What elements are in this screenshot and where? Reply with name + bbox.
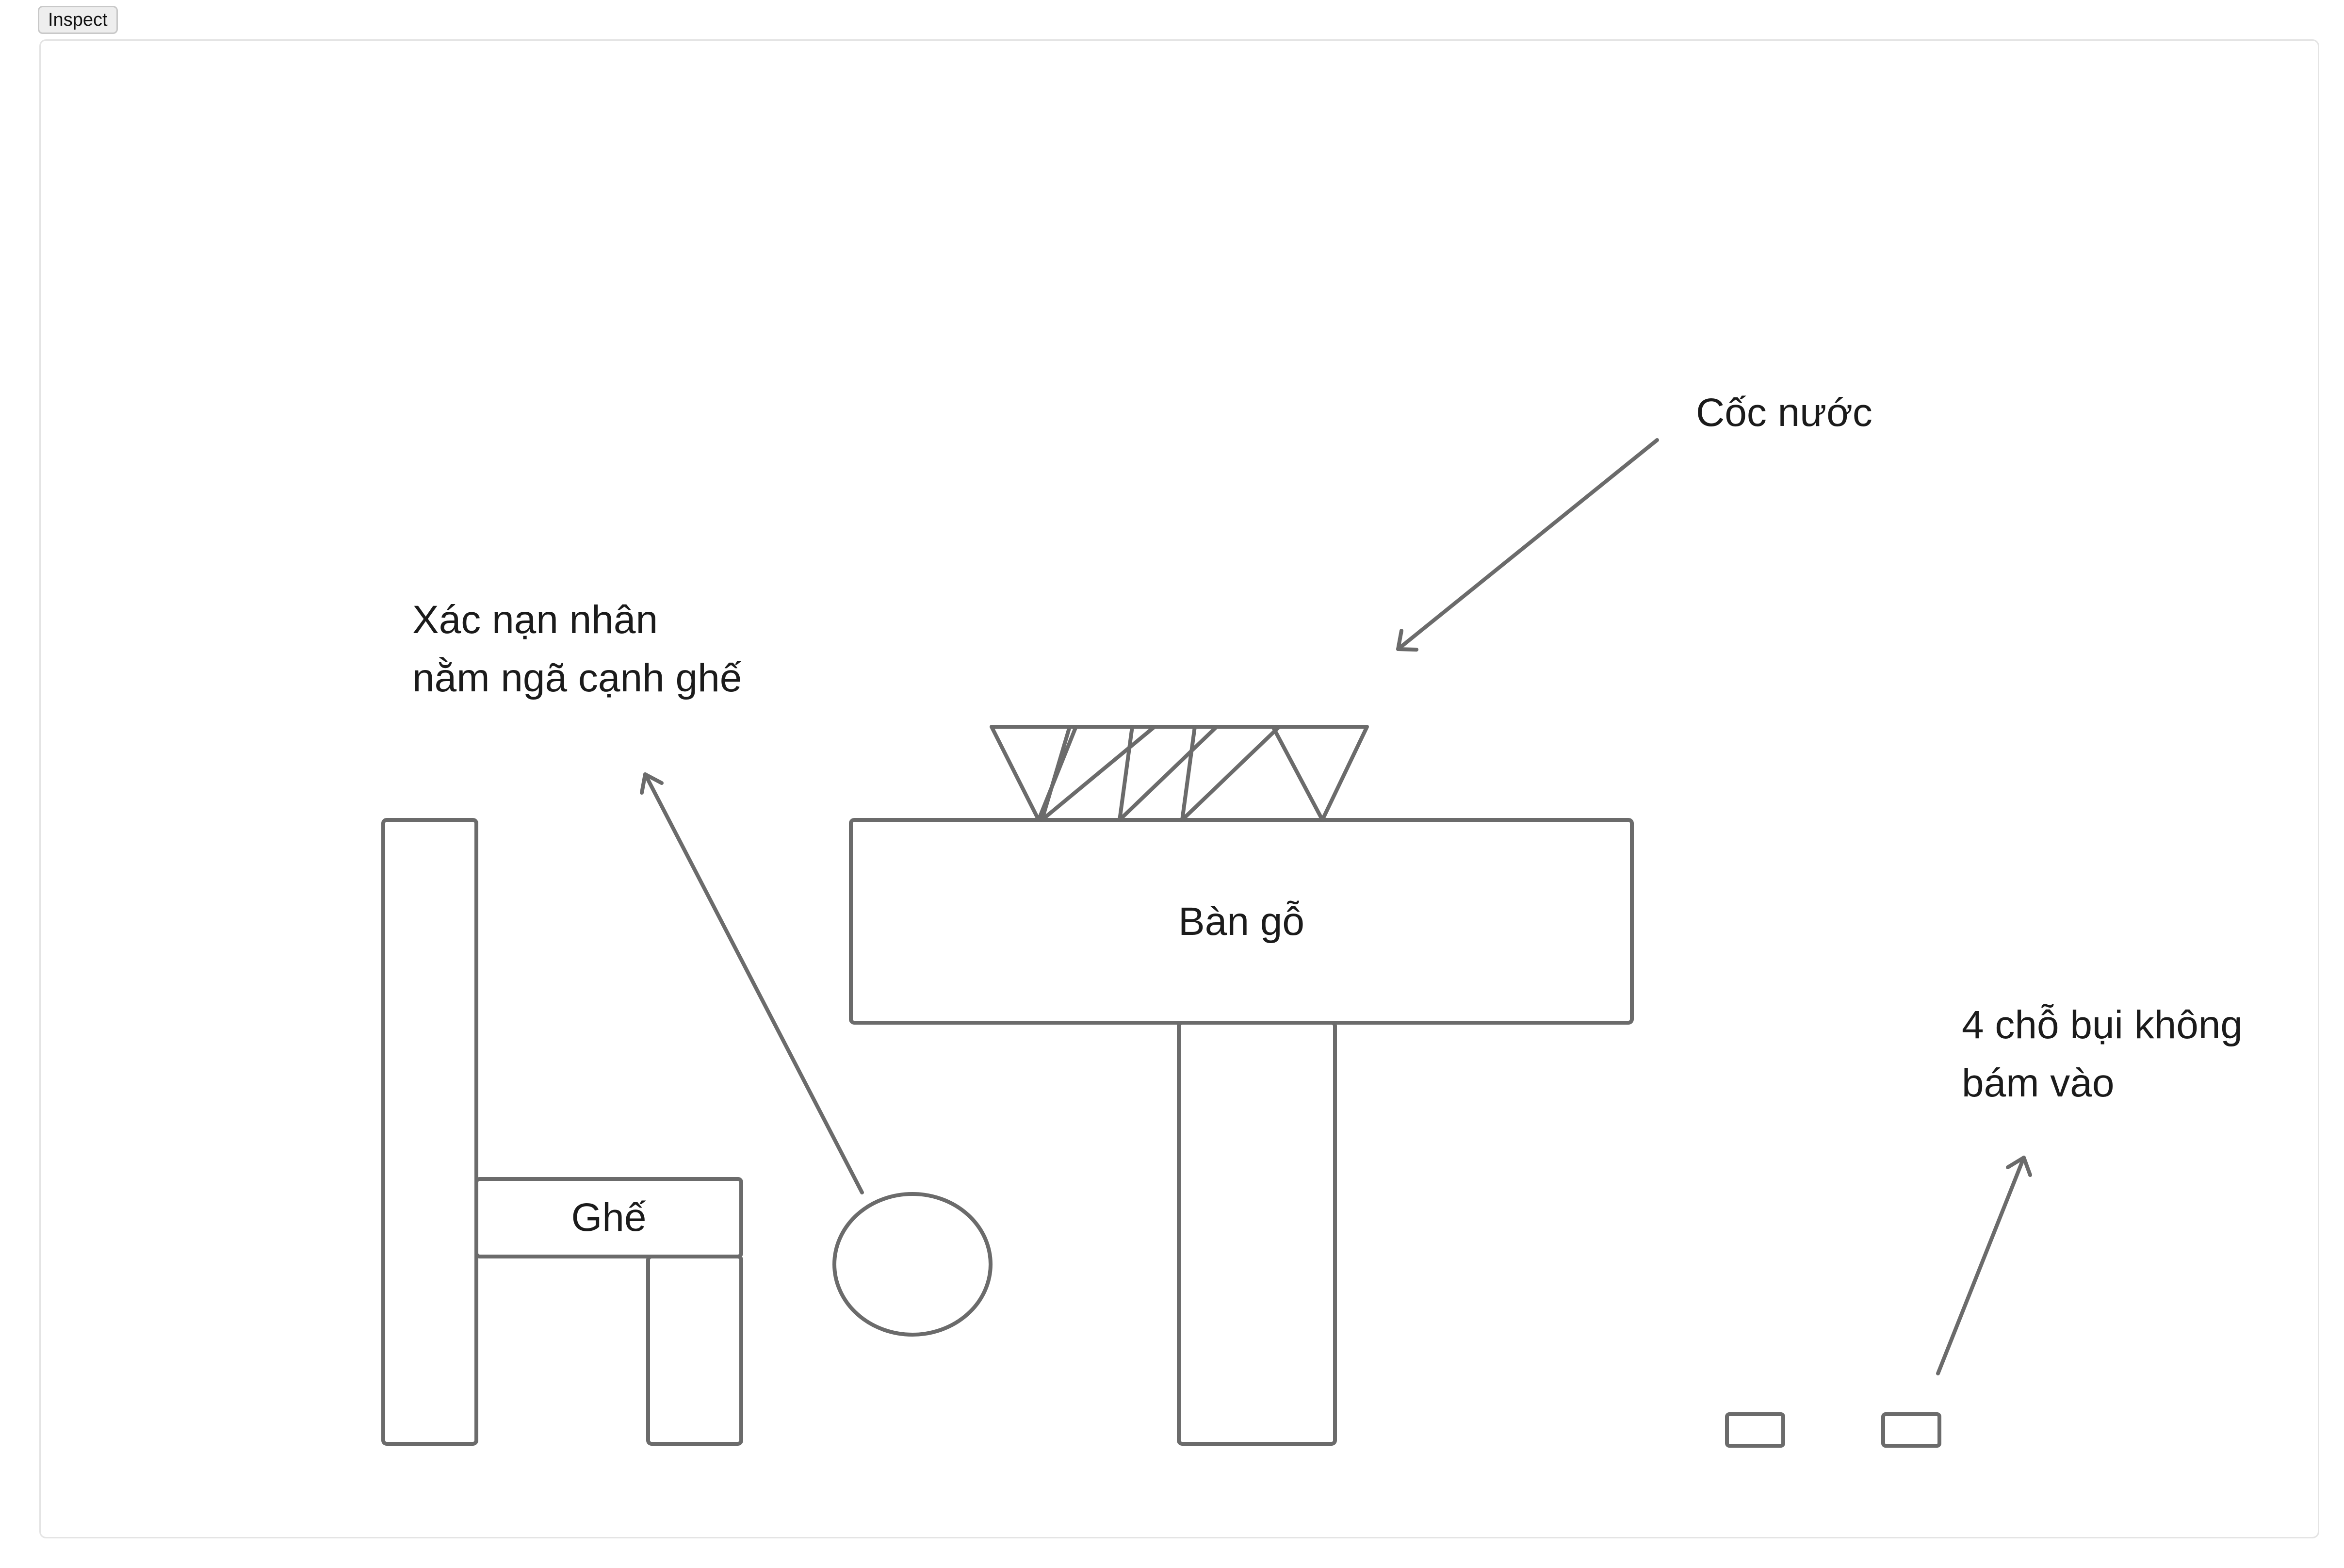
cups-arrow-head (1396, 629, 1418, 652)
table-leg[interactable] (1177, 1021, 1337, 1446)
dust-arrow-head (2006, 1156, 2032, 1177)
cup-2[interactable] (1040, 725, 1156, 822)
chair-label: Ghế (571, 1195, 647, 1240)
cup-4[interactable] (1180, 725, 1281, 822)
cup-5[interactable] (1271, 725, 1369, 822)
victim-label-line-2: nằm ngã cạnh ghế (412, 656, 742, 700)
inspect-button[interactable]: Inspect (38, 6, 118, 34)
dust-label-line-1: 4 chỗ bụi không (1962, 1003, 2243, 1047)
chair-seat[interactable] (474, 1177, 743, 1258)
dust-arrow-line (1936, 1156, 2026, 1375)
dust-spot-1[interactable] (1725, 1412, 1785, 1448)
victim-arrow-line (643, 772, 864, 1194)
victim-arrow-head (640, 772, 664, 795)
cup-3[interactable] (1118, 725, 1219, 822)
chair-leg[interactable] (646, 1255, 743, 1446)
victim-label-line-1: Xác nạn nhân (412, 598, 658, 642)
victim-head[interactable] (832, 1192, 993, 1337)
table-label: Bàn gỗ (1178, 899, 1304, 944)
cups-arrow-line (1396, 438, 1659, 651)
cup-1[interactable] (990, 725, 1078, 822)
chair-backrest[interactable] (381, 818, 478, 1446)
cups-label: Cốc nước (1696, 391, 1872, 435)
dust-label-line-2: bám vào (1962, 1061, 2115, 1105)
dust-spot-2[interactable] (1881, 1412, 1941, 1448)
